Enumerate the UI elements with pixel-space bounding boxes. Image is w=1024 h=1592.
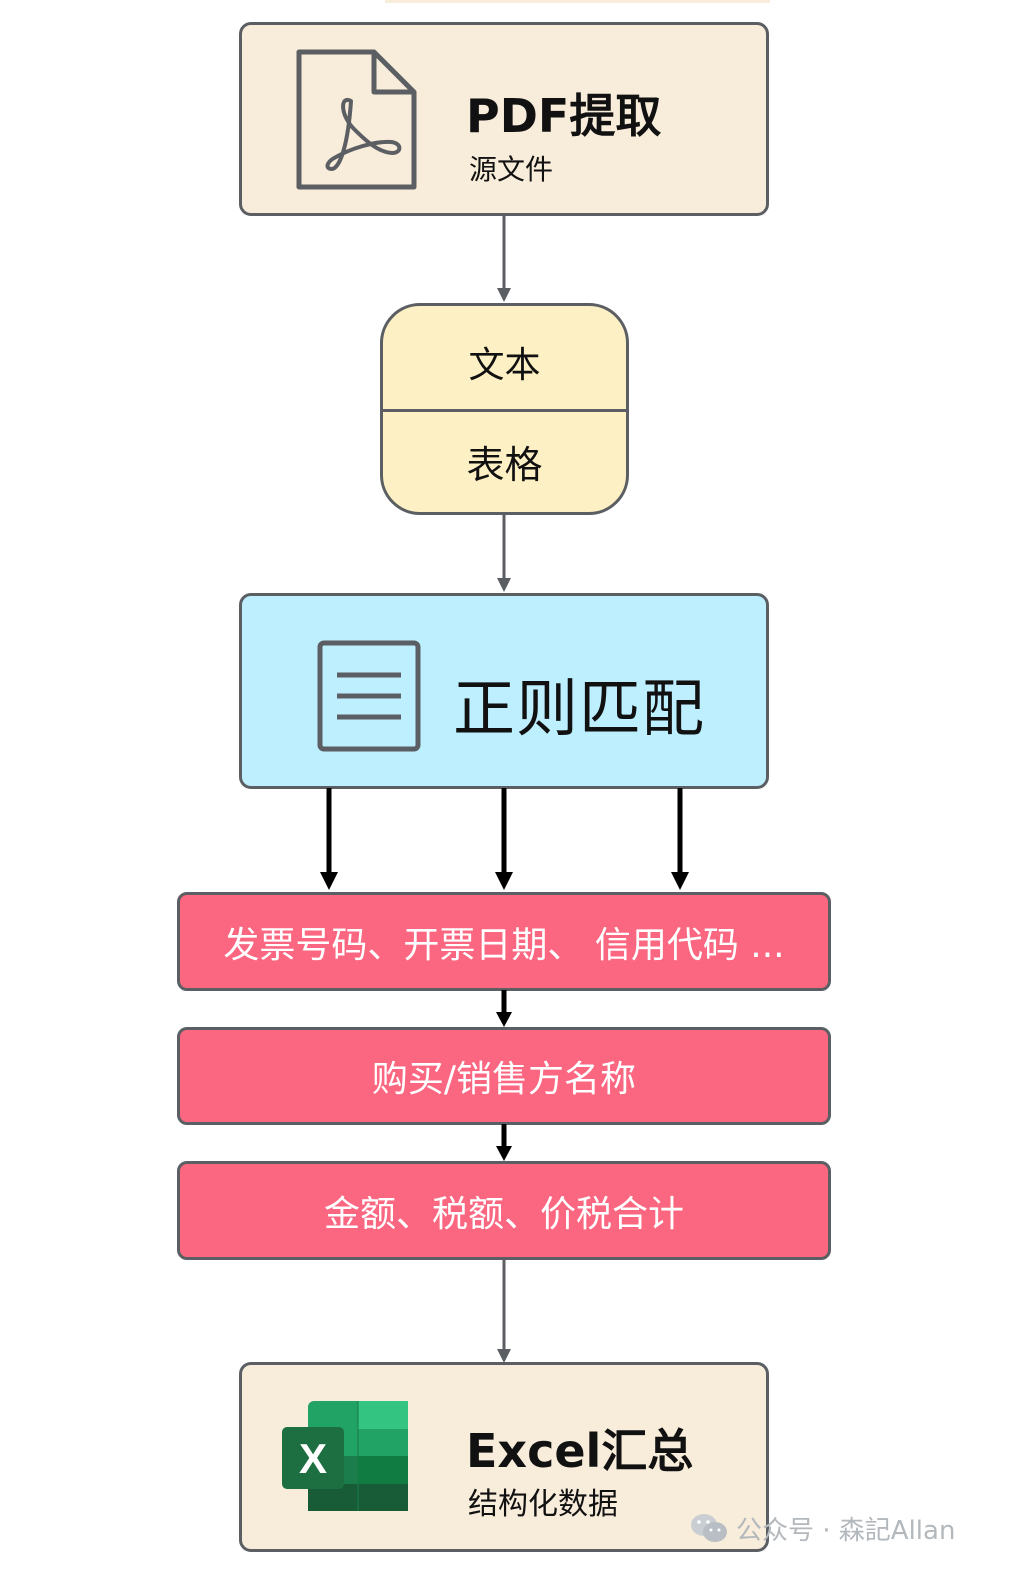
pdf-file-icon [296,49,417,190]
party-name-label: 购买/销售方名称 [371,1059,637,1100]
invoice-fields-node: 发票号码、开票日期、 信用代码 ... [177,892,831,991]
connector-arrow [320,788,338,890]
regex-match-node: 正则匹配 [239,593,769,789]
text-section-label: 文本 [468,345,541,386]
pdf-extract-node: PDF提取 源文件 [239,22,769,216]
connector-arrow [495,788,513,890]
excel-summary-node: X Excel汇总 结构化数据 [239,1362,769,1552]
connector-arrow [671,788,689,890]
document-lines-icon [317,640,421,752]
connector-arrow [497,514,511,592]
connector-arrow [496,1124,512,1161]
regex-output-arrows [320,788,689,890]
excel-icon-letter: X [299,1435,327,1482]
excel-summary-title: Excel汇总 [466,1424,694,1478]
regex-match-title: 正则匹配 [453,672,706,745]
watermark: 公众号 · 森記Allan [690,1508,955,1548]
section-divider [383,409,626,412]
table-section-label: 表格 [466,443,543,487]
invoice-fields-label: 发票号码、开票日期、 信用代码 ... [223,924,785,966]
amount-fields-label: 金额、税额、价税合计 [323,1193,684,1235]
pdf-extract-subtitle: 源文件 [469,153,554,186]
wechat-icon [691,1514,727,1542]
connector-arrow [496,990,512,1027]
content-type-node: 文本 表格 [380,303,629,515]
amount-fields-node: 金额、税额、价税合计 [177,1161,831,1260]
party-name-node: 购买/销售方名称 [177,1027,831,1125]
excel-icon: X [282,1401,408,1511]
connector-arrow [497,214,511,302]
watermark-text: 公众号 · 森記Allan [736,1515,956,1546]
pdf-extract-title: PDF提取 [466,89,662,143]
connector-arrow [497,1259,511,1363]
top-edge-fragment [385,0,770,3]
excel-summary-subtitle: 结构化数据 [468,1487,618,1522]
